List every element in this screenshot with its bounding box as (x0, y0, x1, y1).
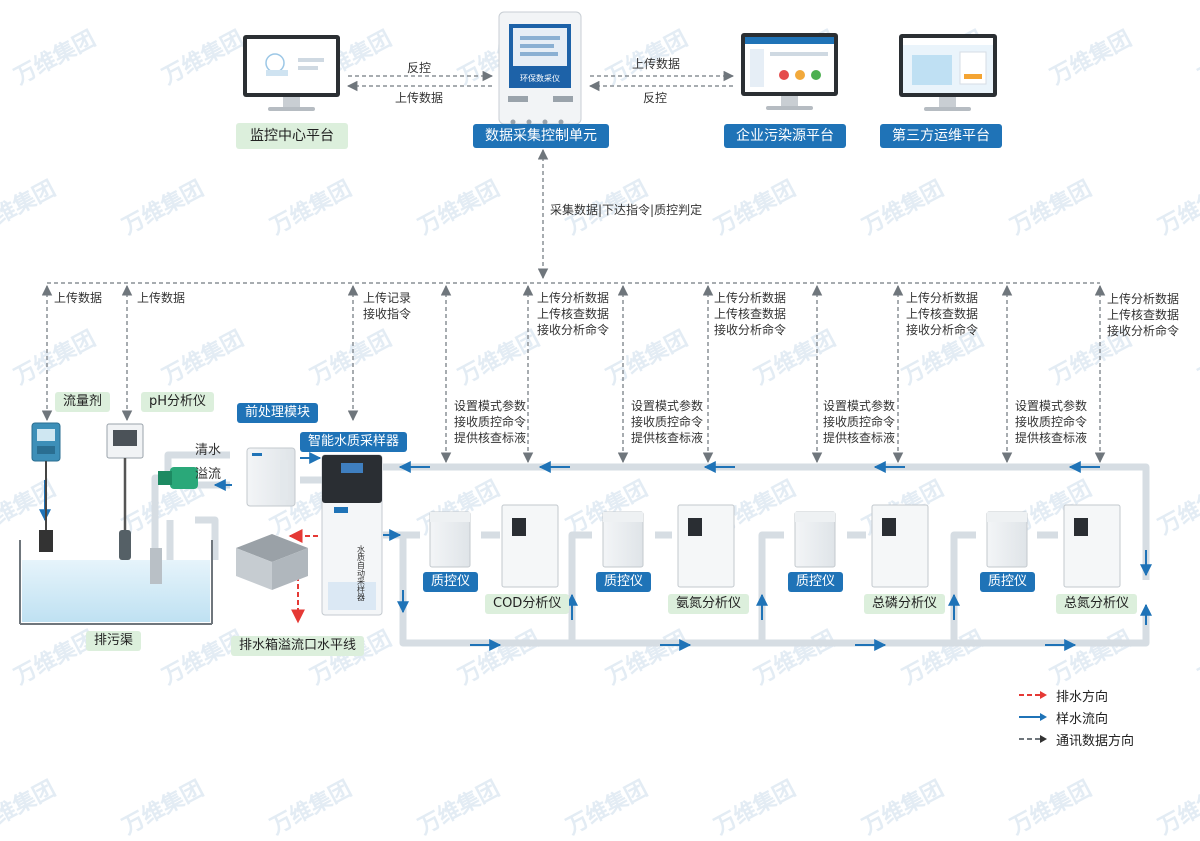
analyzer-2 (677, 504, 735, 588)
ph-upload-label: 上传数据 (137, 291, 186, 305)
left-link-bottom-label: 上传数据 (395, 91, 444, 105)
sampler-comm-label: 上传记录接收指令 (363, 291, 412, 321)
legend: 排水方向 样水流向 通讯数据方向 (1018, 684, 1134, 750)
analyzer-4 (1063, 504, 1121, 588)
analyzer-comm-label-2: 上传分析数据上传核查数据接收分析命令 (714, 291, 787, 337)
qc-label-1: 质控仪 (423, 572, 479, 592)
legend-comm-label: 通讯数据方向 (1056, 733, 1135, 749)
sample-flow-arrows (39, 452, 1152, 651)
sampler-label: 智能水质采样器 (300, 432, 408, 452)
analyzer-label-1: COD分析仪 (485, 594, 570, 614)
drain-box-label: 排水箱溢流口水平线 (231, 636, 365, 656)
drain-channel (19, 540, 213, 625)
ph-meter-label: pH分析仪 (141, 392, 215, 412)
system-diagram: 环保数采仪 (19, 11, 1152, 651)
monitor-center-label: 监控中心平台 (236, 123, 348, 149)
enterprise-label: 企业污染源平台 (724, 124, 846, 148)
qc-instrument-4 (986, 511, 1028, 568)
right-link-top-label: 上传数据 (632, 57, 681, 71)
third-party-label: 第三方运维平台 (880, 124, 1002, 148)
analyzer-label-3: 总磷分析仪 (864, 594, 946, 614)
drain-box-device (236, 534, 308, 590)
right-link-bottom-label: 反控 (643, 91, 668, 105)
qc-instrument-3 (794, 511, 836, 568)
left-link-top-label: 反控 (407, 61, 432, 75)
qc-comm-label-4: 设置模式参数接收质控命令提供核查标液 (1015, 399, 1088, 445)
qc-comm-label-3: 设置模式参数接收质控命令提供核查标液 (823, 399, 896, 445)
overflow-label: 溢流 (195, 467, 222, 482)
legend-sample: 样水流向 (1018, 706, 1134, 728)
ph-meter-device (106, 423, 144, 560)
pretreatment-label: 前处理模块 (237, 403, 319, 423)
dacu-screen-label: 环保数采仪 (520, 73, 560, 83)
drain-channel-label: 排污渠 (86, 631, 142, 651)
analyzer-label-4: 总氮分析仪 (1056, 594, 1138, 614)
analyzer-comm-label-4: 上传分析数据上传核查数据接收分析命令 (1107, 292, 1180, 338)
sampling-pump (150, 467, 198, 584)
qc-label-4: 质控仪 (980, 572, 1036, 592)
enterprise-computer (741, 33, 838, 110)
legend-comm: 通讯数据方向 (1018, 728, 1134, 750)
pretreatment-device (246, 447, 296, 507)
qc-label-3: 质控仪 (788, 572, 844, 592)
dacu-vertical-label: 采集数据|下达指令|质控判定 (550, 203, 703, 217)
legend-drain: 排水方向 (1018, 684, 1134, 706)
analyzer-1 (501, 504, 559, 588)
dacu-label: 数据采集控制单元 (473, 124, 609, 148)
flowmeter-device (31, 422, 61, 552)
top-comm-arrows (47, 70, 1100, 284)
legend-comm-swatch (1019, 735, 1047, 743)
third-party-computer (899, 34, 997, 111)
analyzer-3 (871, 504, 929, 588)
sampler-vertical-text: 水质自动采样器 (357, 544, 366, 602)
qc-instrument-2 (602, 511, 644, 568)
monitor-center-computer (243, 35, 340, 111)
legend-drain-label: 排水方向 (1056, 689, 1109, 705)
legend-sample-swatch (1019, 713, 1047, 721)
analyzer-comm-label-3: 上传分析数据上传核查数据接收分析命令 (906, 291, 979, 337)
legend-drain-swatch (1019, 691, 1047, 699)
flowmeter-label: 流量剂 (55, 392, 111, 412)
flow-upload-label: 上传数据 (54, 291, 103, 305)
dacu-device: 环保数采仪 (498, 11, 582, 125)
qc-instrument-1 (429, 511, 471, 568)
qc-comm-label-1: 设置模式参数接收质控命令提供核查标液 (454, 399, 527, 445)
sampler-device: 水质自动采样器 (321, 454, 383, 616)
analyzer-label-2: 氨氮分析仪 (668, 594, 750, 614)
clear-water-label: 清水 (195, 443, 222, 458)
qc-comm-label-2: 设置模式参数接收质控命令提供核查标液 (631, 399, 704, 445)
qc-label-2: 质控仪 (596, 572, 652, 592)
legend-sample-label: 样水流向 (1056, 711, 1109, 727)
analyzer-comm-label-1: 上传分析数据上传核查数据接收分析命令 (537, 291, 610, 337)
comm-drops (41, 284, 1106, 464)
